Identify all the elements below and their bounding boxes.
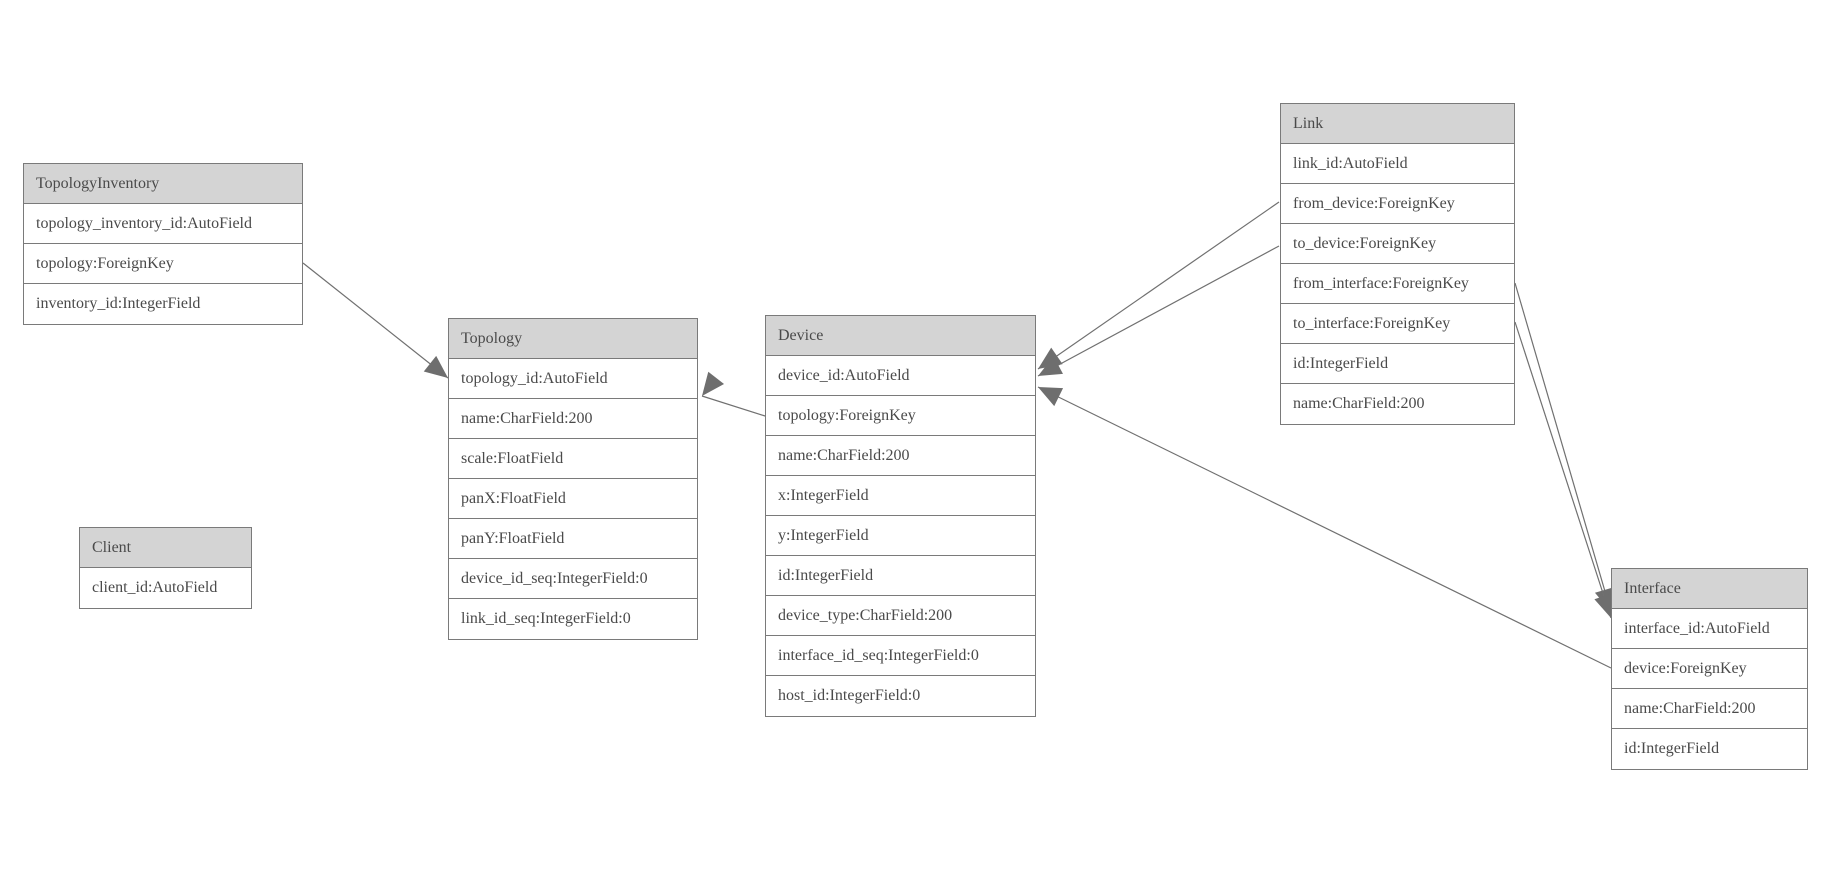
field-row: device:ForeignKey xyxy=(1612,649,1807,689)
edge-link-from_device-device xyxy=(1037,201,1280,370)
field-row: topology:ForeignKey xyxy=(24,244,302,284)
edge-link-from_interface-interface xyxy=(1514,282,1612,613)
field-row: name:CharField:200 xyxy=(1612,689,1807,729)
field-row: y:IntegerField xyxy=(766,516,1035,556)
field-row: device_type:CharField:200 xyxy=(766,596,1035,636)
field-row: device_id_seq:IntegerField:0 xyxy=(449,559,697,599)
entity-client-title: Client xyxy=(80,528,251,568)
arrowhead-icon xyxy=(1038,356,1063,376)
field-row: from_device:ForeignKey xyxy=(1281,184,1514,224)
edge-topologyinventory-topology xyxy=(302,262,449,379)
field-row: interface_id_seq:IntegerField:0 xyxy=(766,636,1035,676)
entity-device-title: Device xyxy=(766,316,1035,356)
entity-topologyinventory: TopologyInventory topology_inventory_id:… xyxy=(23,163,303,325)
field-row: inventory_id:IntegerField xyxy=(24,284,302,324)
arrowhead-icon xyxy=(423,355,448,378)
field-row: link_id:AutoField xyxy=(1281,144,1514,184)
field-row: topology:ForeignKey xyxy=(766,396,1035,436)
field-row: id:IntegerField xyxy=(766,556,1035,596)
field-row: panY:FloatField xyxy=(449,519,697,559)
field-row: from_interface:ForeignKey xyxy=(1281,264,1514,304)
entity-topologyinventory-title: TopologyInventory xyxy=(24,164,302,204)
field-row: link_id_seq:IntegerField:0 xyxy=(449,599,697,639)
field-row: name:CharField:200 xyxy=(1281,384,1514,424)
field-row: interface_id:AutoField xyxy=(1612,609,1807,649)
field-row: topology_inventory_id:AutoField xyxy=(24,204,302,244)
entity-topology-title: Topology xyxy=(449,319,697,359)
arrowhead-icon xyxy=(1038,387,1064,407)
field-row: name:CharField:200 xyxy=(766,436,1035,476)
entity-device: Device device_id:AutoField topology:Fore… xyxy=(765,315,1036,717)
edge-link-to_interface-interface xyxy=(1514,321,1612,619)
edge-device-topology xyxy=(701,395,766,417)
field-row: id:IntegerField xyxy=(1612,729,1807,769)
entity-interface-title: Interface xyxy=(1612,569,1807,609)
entity-link-title: Link xyxy=(1281,104,1514,144)
arrowhead-icon xyxy=(1594,593,1614,618)
entity-topology: Topology topology_id:AutoField name:Char… xyxy=(448,318,698,640)
entity-client: Client client_id:AutoField xyxy=(79,527,252,609)
entity-interface: Interface interface_id:AutoField device:… xyxy=(1611,568,1808,770)
field-row: id:IntegerField xyxy=(1281,344,1514,384)
arrowhead-icon xyxy=(702,371,725,396)
field-row: to_interface:ForeignKey xyxy=(1281,304,1514,344)
field-row: client_id:AutoField xyxy=(80,568,251,608)
edge-interface-device xyxy=(1037,386,1612,669)
field-row: to_device:ForeignKey xyxy=(1281,224,1514,264)
entity-link: Link link_id:AutoField from_device:Forei… xyxy=(1280,103,1515,425)
field-row: device_id:AutoField xyxy=(766,356,1035,396)
field-row: topology_id:AutoField xyxy=(449,359,697,399)
field-row: host_id:IntegerField:0 xyxy=(766,676,1035,716)
edge-link-to_device-device xyxy=(1037,245,1280,377)
field-row: name:CharField:200 xyxy=(449,399,697,439)
field-row: panX:FloatField xyxy=(449,479,697,519)
field-row: x:IntegerField xyxy=(766,476,1035,516)
field-row: scale:FloatField xyxy=(449,439,697,479)
